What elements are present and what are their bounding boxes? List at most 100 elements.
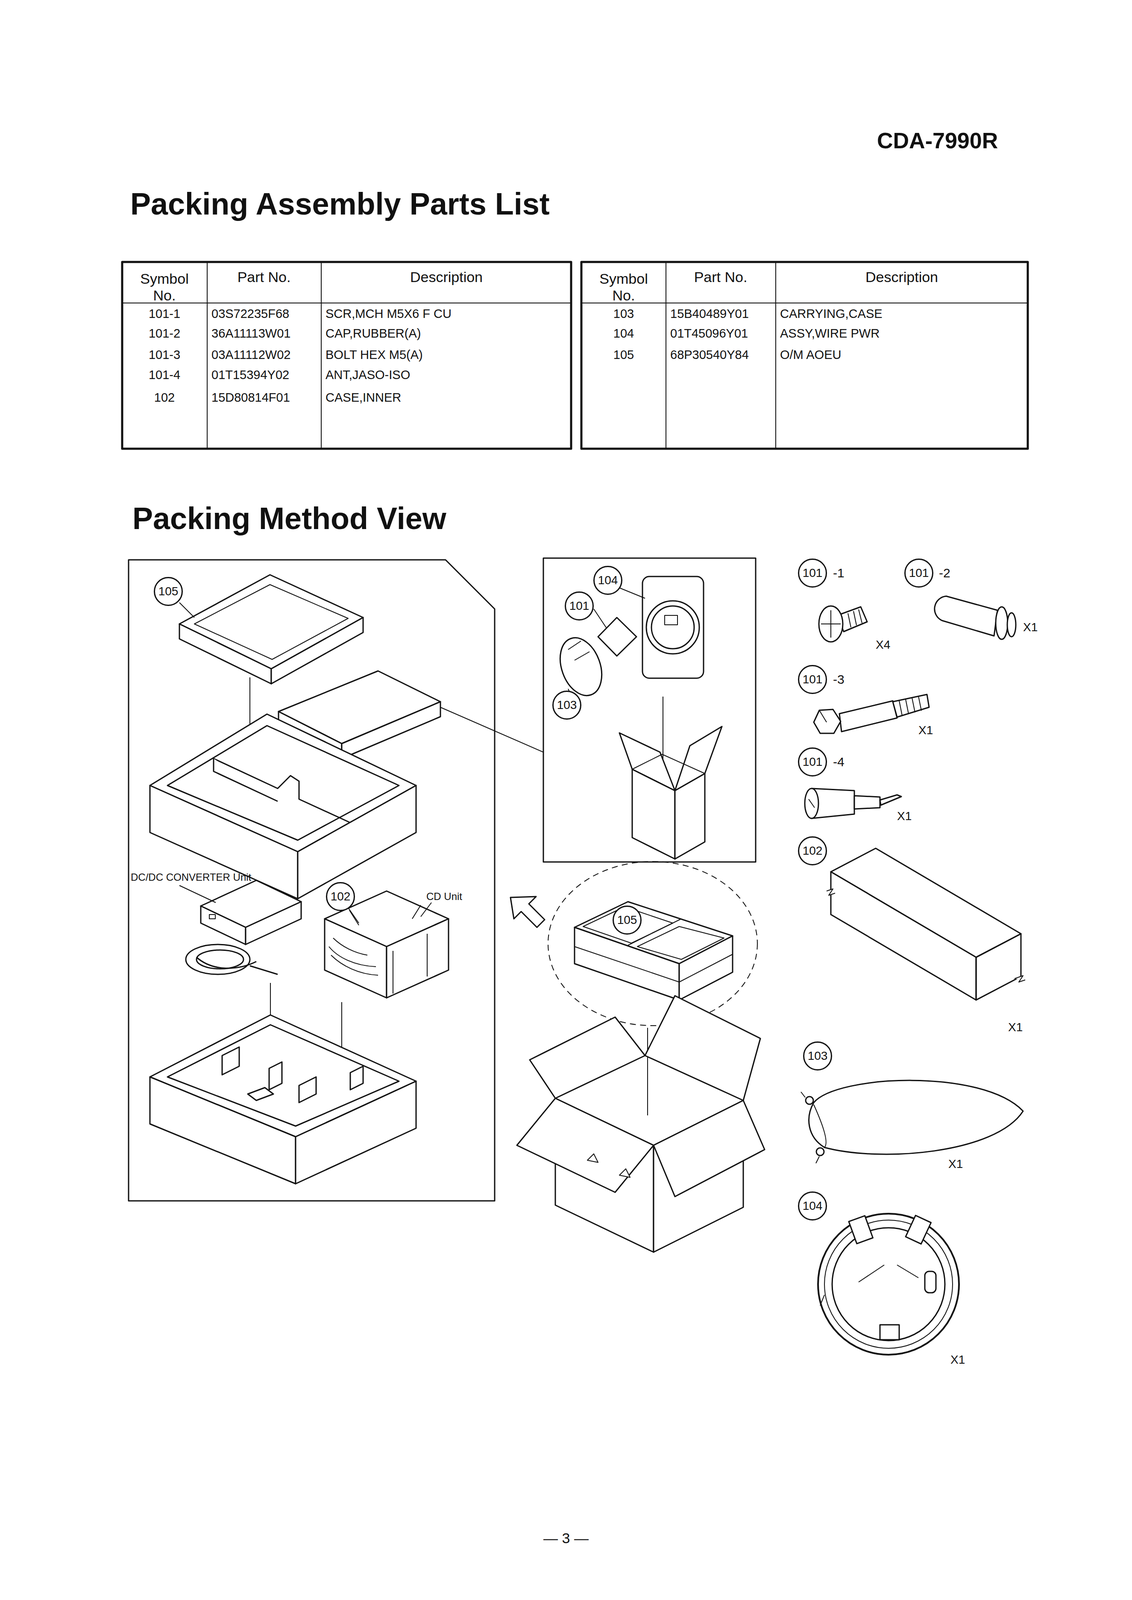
accessory-inset-part bbox=[651, 605, 695, 649]
inner-case-part bbox=[826, 888, 1026, 982]
cable-bundle-part bbox=[196, 949, 244, 969]
accessory-inset-part bbox=[664, 615, 678, 625]
exploded-view-panel bbox=[128, 559, 495, 1201]
callout-number: 105 bbox=[617, 913, 638, 926]
callout-number: 103 bbox=[557, 698, 578, 711]
manual-booklet-part bbox=[179, 574, 364, 669]
carrying-case-part bbox=[813, 1104, 827, 1147]
accessory-inset-part bbox=[593, 608, 607, 628]
table-cell: 101-1 bbox=[148, 306, 181, 321]
cd-unit-part bbox=[412, 904, 421, 919]
dcdc-converter-unit-part bbox=[179, 885, 216, 903]
parts-table-left-part bbox=[122, 261, 572, 449]
callout-number: 103 bbox=[807, 1049, 828, 1062]
table-cell: 03S72235F68 bbox=[211, 306, 290, 321]
rubber-cap-part bbox=[1007, 612, 1016, 637]
packed-set-detail-part bbox=[647, 1027, 649, 1115]
shipping-carton-part bbox=[587, 1153, 599, 1162]
power-wire-coil-part bbox=[924, 1270, 936, 1293]
hex-bolt-part bbox=[819, 709, 827, 722]
lower-foam-tray-part bbox=[299, 1076, 317, 1103]
cd-unit-part bbox=[426, 933, 428, 977]
parts-table-left-part bbox=[206, 261, 208, 449]
screw-part bbox=[818, 605, 843, 642]
packed-set-detail-part bbox=[574, 946, 680, 982]
table-cell: 15B40489Y01 bbox=[670, 306, 749, 321]
hex-bolt-part bbox=[813, 709, 841, 734]
screw-part bbox=[847, 609, 863, 628]
leader-lines-part bbox=[179, 602, 195, 618]
callout-number: 101 bbox=[909, 566, 930, 579]
accessory-inset-part bbox=[674, 726, 722, 791]
callout-number: 101 bbox=[802, 755, 823, 768]
cd-unit-part bbox=[324, 918, 387, 998]
inner-case-part bbox=[830, 871, 977, 1000]
cable-bundle-part bbox=[249, 965, 278, 974]
accessory-inset bbox=[543, 557, 756, 862]
parts-table-left-part bbox=[122, 302, 572, 304]
packed-set-detail-part bbox=[548, 861, 758, 1026]
parts-table-left bbox=[122, 261, 572, 449]
page-number: — 3 — bbox=[543, 1529, 589, 1546]
table-cell: ASSY,WIRE PWR bbox=[780, 326, 880, 341]
dcdc-converter-unit-part bbox=[209, 914, 216, 919]
accessory-inset-part bbox=[646, 600, 700, 654]
packed-set-detail-part bbox=[679, 935, 733, 1000]
callout-leaders-part bbox=[420, 902, 432, 917]
manual-booklet-part bbox=[271, 617, 364, 684]
table-cell: 101-3 bbox=[148, 347, 181, 362]
table-cell: CAP,RUBBER(A) bbox=[325, 326, 421, 341]
parts-table-right bbox=[581, 261, 1028, 449]
open-arrow-part bbox=[510, 896, 545, 927]
callout-circle: 103 bbox=[803, 1041, 833, 1071]
callout-number: 101 bbox=[569, 599, 590, 612]
callout-number: 104 bbox=[802, 1199, 823, 1212]
accessory-inset-part bbox=[552, 631, 610, 701]
callout-number: 101 bbox=[802, 673, 823, 686]
hex-bolt-part bbox=[839, 700, 898, 732]
callout-suffix: -4 bbox=[832, 754, 845, 770]
antenna-adapter-part bbox=[808, 798, 815, 808]
shipping-carton-part bbox=[645, 995, 761, 1100]
table-cell: CASE,INNER bbox=[325, 390, 402, 405]
rubber-cap-part bbox=[934, 595, 998, 636]
manual-booklet-part bbox=[194, 584, 349, 660]
upper-foam-tray-part bbox=[213, 758, 278, 801]
table-cell: 103 bbox=[613, 306, 634, 321]
packed-set-detail-part bbox=[679, 953, 733, 982]
callout-circle: 101 bbox=[797, 558, 828, 588]
lower-foam-tray-part bbox=[167, 1024, 399, 1126]
power-wire-coil-part bbox=[832, 1227, 945, 1341]
hex-bolt-part bbox=[892, 694, 930, 717]
table-cell: 104 bbox=[613, 326, 634, 341]
page-heading: Packing Assembly Parts List bbox=[130, 186, 550, 222]
callout-suffix: -3 bbox=[832, 671, 845, 687]
quantity: X4 bbox=[875, 637, 891, 652]
table-header: Part No. bbox=[694, 268, 748, 286]
quantity: X1 bbox=[918, 723, 933, 737]
quantity: X1 bbox=[1008, 1020, 1023, 1034]
parts-table-left-part bbox=[320, 261, 322, 449]
shipping-carton-part bbox=[516, 1097, 654, 1192]
table-cell: 105 bbox=[613, 347, 634, 362]
table-header: Symbol No. bbox=[132, 270, 197, 304]
screw bbox=[818, 605, 868, 642]
model-number: CDA-7990R bbox=[876, 128, 998, 154]
callout-circle: 101 bbox=[797, 747, 828, 777]
cd-unit-part bbox=[328, 937, 379, 975]
table-cell: SCR,MCH M5X6 F CU bbox=[325, 306, 452, 321]
cable-bundle-part bbox=[196, 956, 257, 968]
accessory-inset-part bbox=[642, 576, 704, 678]
carrying-case bbox=[800, 1079, 1024, 1163]
packed-set-detail-part bbox=[574, 926, 680, 1000]
table-cell: 101-4 bbox=[148, 367, 181, 382]
antenna-adapter-part bbox=[879, 794, 902, 805]
table-header: Description bbox=[410, 268, 483, 286]
power-wire-coil-part bbox=[848, 1215, 873, 1244]
parts-table-right-part bbox=[775, 261, 777, 449]
dcdc-converter-unit-part bbox=[200, 905, 246, 945]
quantity: X1 bbox=[897, 809, 912, 823]
callout-number: 101 bbox=[802, 566, 823, 579]
callout-suffix: -2 bbox=[938, 565, 951, 581]
hex-bolt-part bbox=[899, 695, 922, 716]
